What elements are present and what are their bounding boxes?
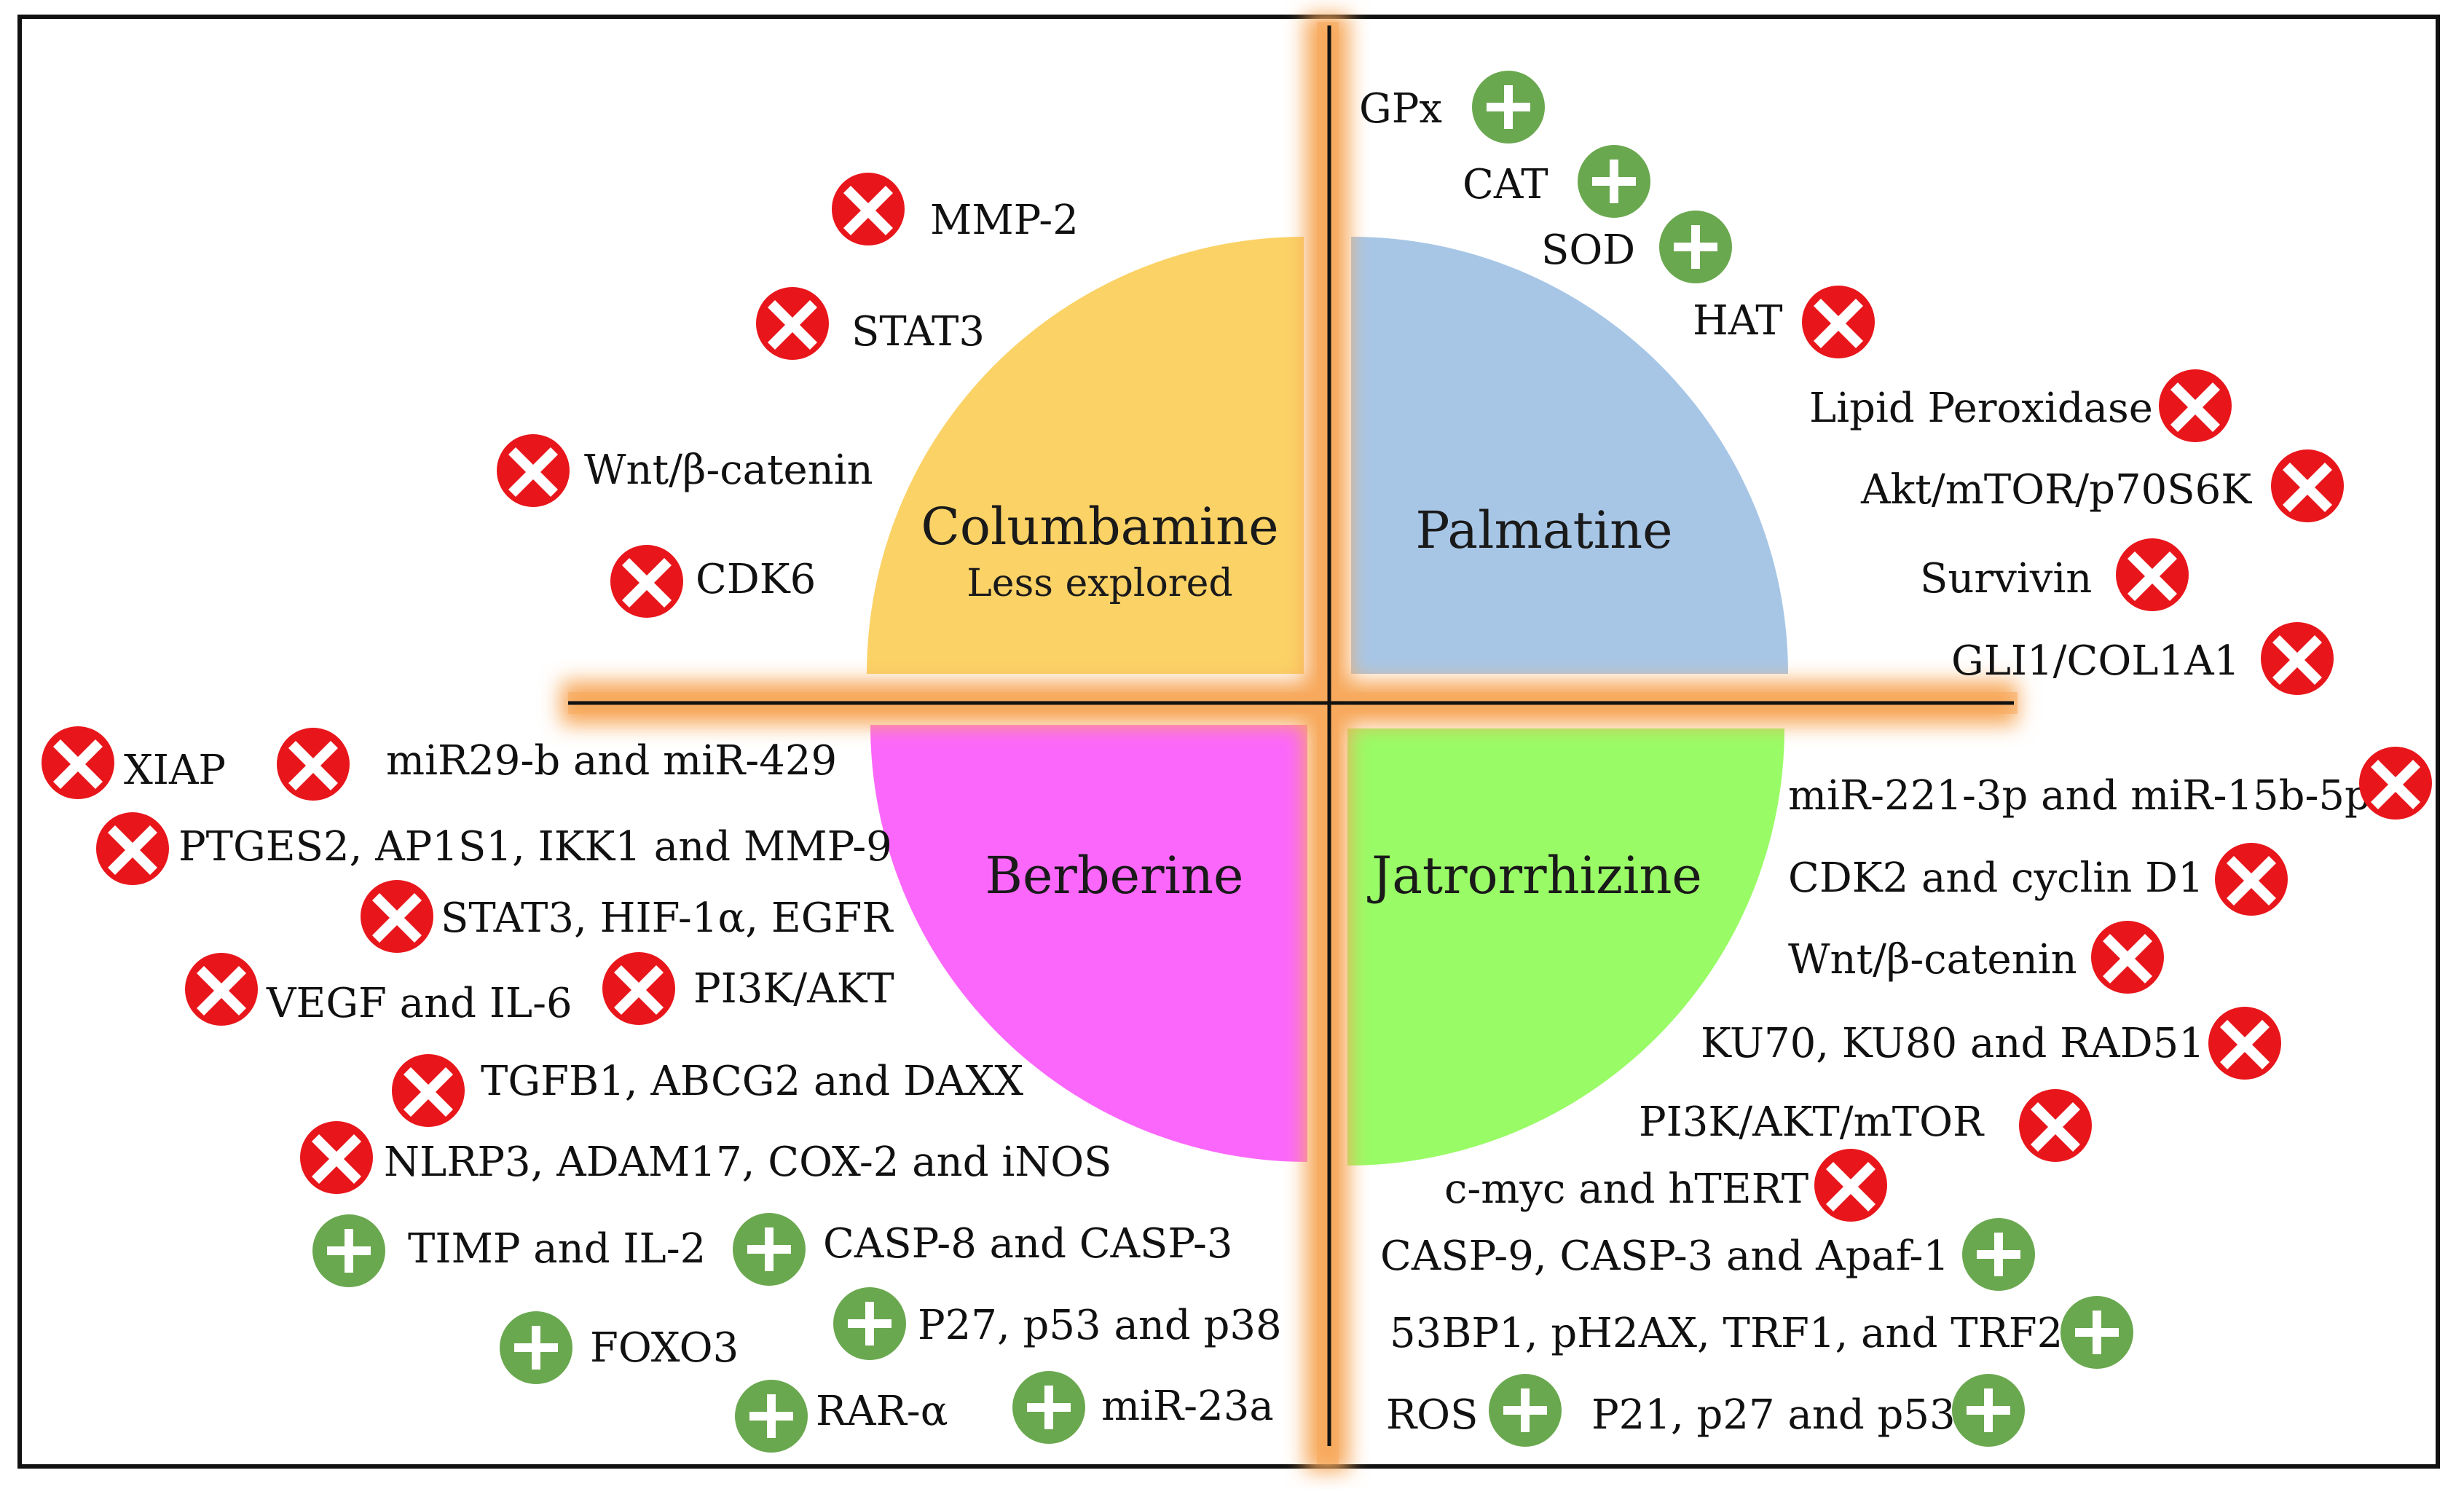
target-label: CDK6 — [696, 556, 816, 603]
inhibit-icon — [40, 725, 116, 801]
inhibit-icon — [2090, 919, 2165, 995]
target-label: P21, p27 and p53 — [1591, 1391, 1956, 1439]
berberine-title: Berberine — [985, 846, 1244, 905]
inhibit-icon — [359, 879, 435, 954]
target-label: Wnt/β-catenin — [1788, 936, 2077, 983]
palmatine-title: Palmatine — [1415, 500, 1673, 560]
target-label: CASP-8 and CASP-3 — [823, 1220, 1233, 1268]
activate-icon — [1658, 209, 1733, 285]
inhibit-icon — [2270, 448, 2345, 524]
jatrorrhizine-quadrant — [1347, 728, 1784, 1166]
target-label: 53BP1, pH2AX, TRF1, and TRF2 — [1390, 1310, 2063, 1357]
inhibit-icon — [609, 543, 685, 619]
inhibit-icon — [2259, 621, 2335, 696]
activate-icon — [1576, 144, 1652, 219]
target-label: Wnt/β-catenin — [584, 447, 873, 494]
inhibit-icon — [1813, 1147, 1889, 1223]
activate-icon — [832, 1286, 908, 1362]
target-label: RAR-α — [816, 1388, 948, 1435]
target-label: SOD — [1541, 227, 1636, 274]
palmatine-quadrant — [1351, 237, 1788, 674]
berberine-quadrant — [870, 725, 1307, 1162]
inhibit-icon — [2358, 745, 2433, 821]
target-label: MMP-2 — [930, 197, 1079, 244]
target-label: miR-23a — [1101, 1383, 1274, 1430]
diagram-frame — [17, 15, 2440, 1469]
target-label: VEGF and IL-6 — [267, 980, 572, 1027]
target-label: KU70, KU80 and RAD51 — [1701, 1020, 2205, 1067]
target-label: P27, p53 and p38 — [918, 1302, 1282, 1349]
target-label: GPx — [1359, 85, 1442, 133]
target-label: FOXO3 — [590, 1324, 739, 1372]
inhibit-icon — [95, 811, 170, 887]
target-label: c-myc and hTERT — [1444, 1166, 1809, 1213]
inhibit-icon — [2018, 1088, 2093, 1163]
inhibit-icon — [2213, 841, 2289, 917]
activate-icon — [733, 1378, 809, 1454]
activate-icon — [1011, 1370, 1087, 1445]
activate-icon — [731, 1211, 807, 1287]
target-label: PTGES2, AP1S1, IKK1 and MMP-9 — [178, 823, 892, 871]
target-label: Lipid Peroxidase — [1809, 385, 2153, 432]
columbamine-title: Columbamine — [921, 497, 1279, 557]
activate-icon — [2059, 1294, 2135, 1370]
target-label: GLI1/COL1A1 — [1951, 637, 2240, 685]
inhibit-icon — [830, 171, 906, 247]
target-label: CASP-9, CASP-3 and Apaf-1 — [1380, 1233, 1950, 1280]
activate-icon — [1471, 69, 1546, 145]
target-label: XIAP — [124, 747, 227, 794]
inhibit-icon — [1800, 284, 1876, 360]
target-label: TGFB1, ABCG2 and DAXX — [481, 1058, 1024, 1105]
target-label: NLRP3, ADAM17, COX-2 and iNOS — [384, 1139, 1112, 1186]
inhibit-icon — [2114, 537, 2190, 613]
activate-icon — [1487, 1372, 1563, 1448]
inhibit-icon — [495, 433, 571, 508]
target-label: miR29-b and miR-429 — [386, 737, 838, 785]
target-label: Akt/mTOR/p70S6K — [1861, 466, 2252, 514]
inhibit-icon — [601, 951, 677, 1026]
columbamine-quadrant — [867, 237, 1304, 674]
inhibit-icon — [390, 1053, 466, 1128]
target-label: Survivin — [1920, 555, 2093, 602]
inhibit-icon — [2207, 1005, 2283, 1081]
target-label: CAT — [1463, 161, 1548, 208]
target-label: PI3K/AKT/mTOR — [1639, 1099, 1984, 1146]
inhibit-icon — [755, 286, 830, 361]
target-label: CDK2 and cyclin D1 — [1788, 854, 2204, 902]
inhibit-icon — [299, 1120, 374, 1195]
inhibit-icon — [275, 726, 351, 802]
columbamine-subtitle: Less explored — [967, 562, 1233, 605]
target-label: PI3K/AKT — [693, 965, 894, 1013]
inhibit-icon — [2157, 368, 2233, 444]
inhibit-icon — [184, 951, 259, 1027]
activate-icon — [1951, 1372, 2026, 1448]
jatrorrhizine-title: Jatrorrhizine — [1371, 846, 1702, 905]
target-label: STAT3 — [851, 308, 985, 355]
target-label: miR-221-3p and miR-15b-5p — [1788, 772, 2371, 820]
target-label: TIMP and IL-2 — [408, 1225, 706, 1273]
target-label: HAT — [1693, 297, 1783, 345]
activate-icon — [1961, 1217, 2036, 1292]
activate-icon — [311, 1213, 387, 1289]
activate-icon — [498, 1310, 574, 1386]
target-label: STAT3, HIF-1α, EGFR — [441, 895, 893, 942]
target-label: ROS — [1386, 1391, 1479, 1439]
